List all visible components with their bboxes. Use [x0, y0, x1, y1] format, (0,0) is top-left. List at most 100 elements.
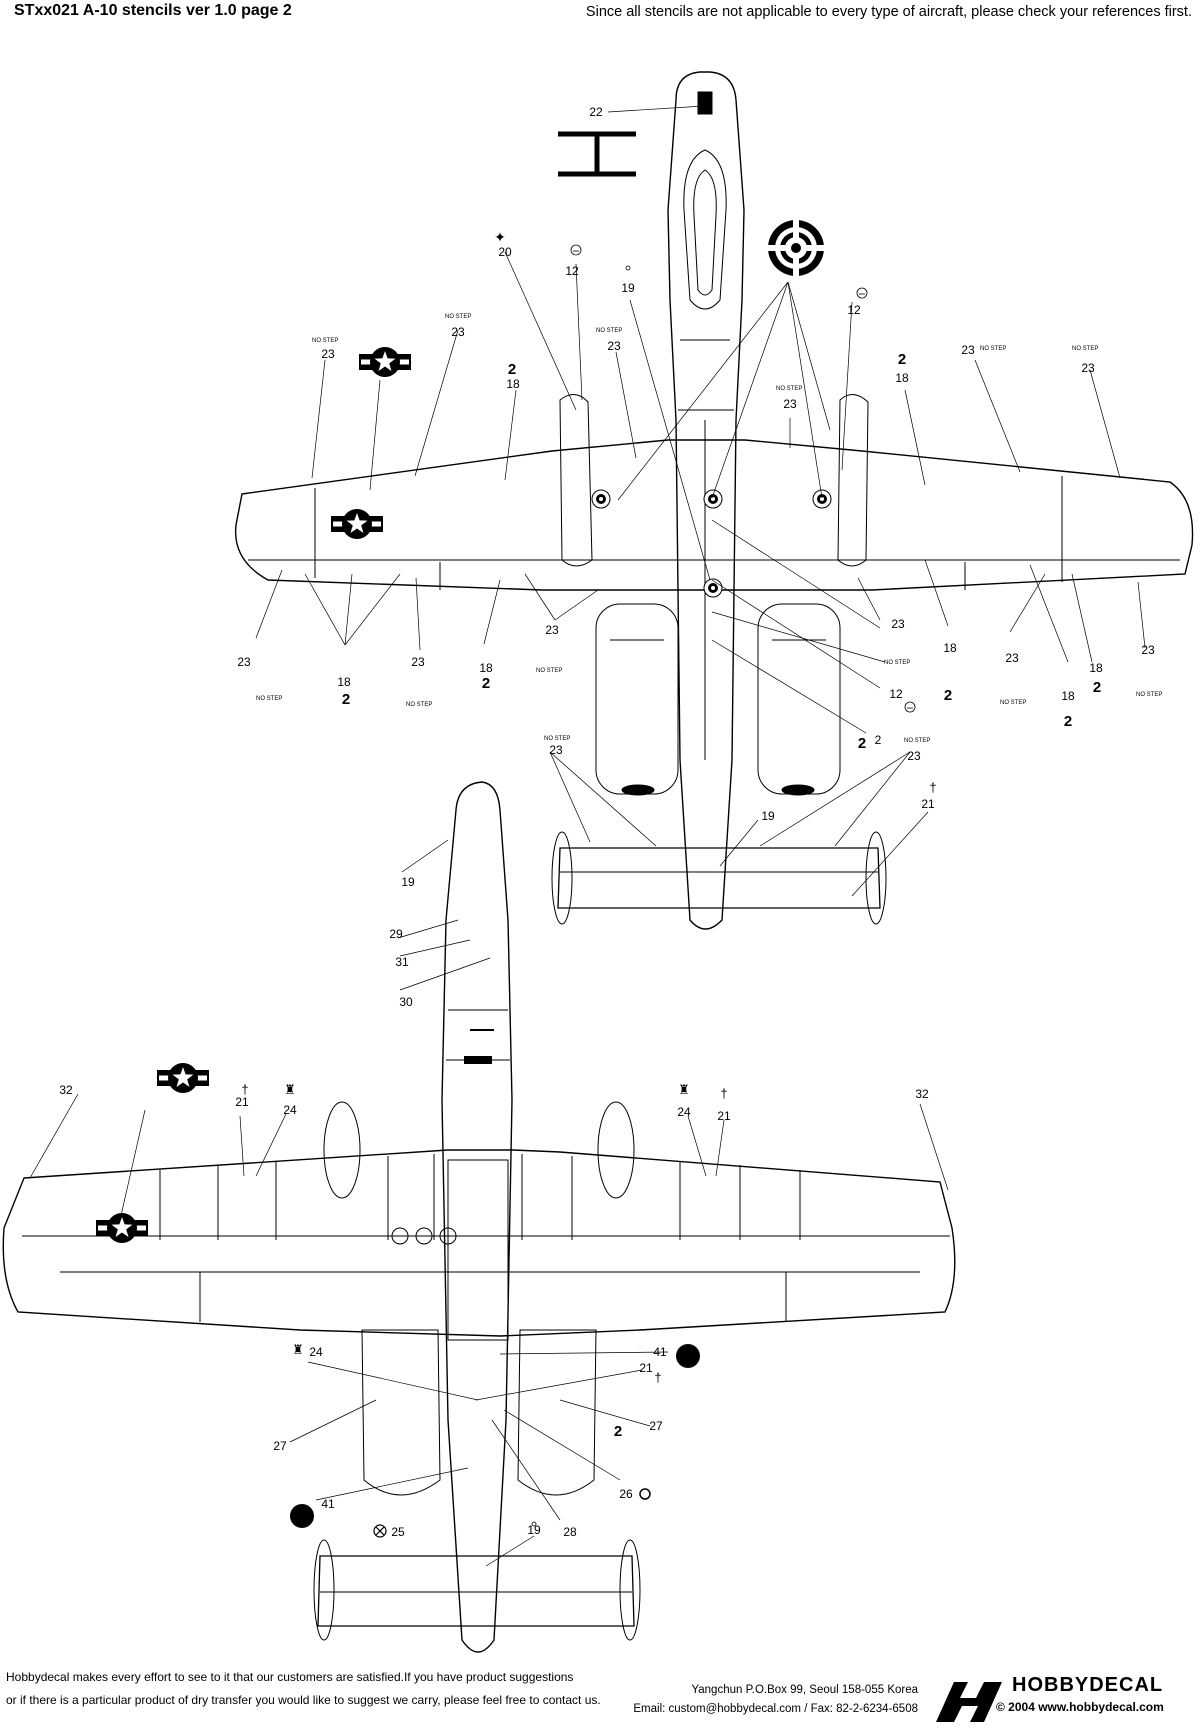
callout-24-c: 24: [309, 1345, 323, 1359]
mini-icon-12c: [904, 701, 916, 713]
svg-text:✦: ✦: [494, 229, 506, 245]
svg-text:2: 2: [898, 351, 906, 368]
svg-text:2: 2: [875, 733, 882, 747]
svg-text:2: 2: [1093, 679, 1101, 696]
lower-left-engine: [361, 1329, 441, 1496]
callout-24-a: 24: [283, 1103, 297, 1117]
svg-text:NO STEP: NO STEP: [1072, 346, 1098, 352]
footer-address: Yangchun P.O.Box 99, Seoul 158-055 Korea: [691, 1684, 918, 1696]
upper-wing-outline: [234, 439, 1194, 591]
glyph-2-upper: 2 2 2 2 2 2 2 2: [342, 351, 1101, 752]
footer-email-fax: Email: custom@hobbydecal.com / Fax: 82-2…: [633, 1703, 918, 1715]
callout-31: 31: [395, 955, 409, 969]
refuel-marker-left: [591, 489, 611, 509]
callout-23-n: 23: [907, 749, 921, 763]
svg-text:NO STEP: NO STEP: [1000, 700, 1026, 706]
svg-text:NO STEP: NO STEP: [1136, 692, 1162, 698]
callout-19-c: 19: [401, 875, 415, 889]
svg-text:NO STEP: NO STEP: [544, 736, 570, 742]
footer-contact: Yangchun P.O.Box 99, Seoul 158-055 Korea…: [600, 1681, 918, 1719]
upper-view: [234, 71, 1194, 930]
svg-text:2: 2: [342, 691, 350, 708]
callout-23-c: 23: [607, 339, 621, 353]
callout-26: 26: [619, 1487, 633, 1501]
h-stencil: [558, 131, 636, 177]
callout-21-a: 21: [921, 797, 935, 811]
callout-23-e: 23: [961, 343, 975, 357]
target-emblem: [766, 218, 826, 278]
lower-right-engine: [517, 1329, 597, 1496]
refuel-marker-right: [812, 489, 832, 509]
callout-30: 30: [399, 995, 413, 1009]
callout-21-b: 21: [235, 1095, 249, 1109]
callout-12-c: 12: [889, 687, 903, 701]
roundel-upper-2: [331, 509, 383, 539]
callout-18-f: 18: [1061, 689, 1075, 703]
callout-22: 22: [589, 105, 603, 119]
lower-right-fin: [619, 1539, 641, 1641]
callout-23-d: 23: [783, 397, 797, 411]
callout-24-b: 24: [677, 1105, 691, 1119]
callout-23-g: 23: [237, 655, 251, 669]
callout-23-f: 23: [1081, 361, 1095, 375]
roundel-lower-2: [96, 1213, 148, 1243]
callout-12-a: 12: [565, 264, 579, 278]
svg-text:NO STEP: NO STEP: [256, 696, 282, 702]
callout-23-h: 23: [411, 655, 425, 669]
callout-23-b: 23: [451, 325, 465, 339]
callout-23-m: 23: [549, 743, 563, 757]
left-main-wheel: [323, 1101, 361, 1199]
applicability-notice: Since all stencils are not applicable to…: [585, 4, 1192, 20]
svg-text:2: 2: [482, 675, 490, 692]
upper-tailplane: [557, 847, 881, 909]
callout-18-b: 18: [895, 371, 909, 385]
svg-text:NO STEP: NO STEP: [312, 338, 338, 344]
callout-27-b: 27: [649, 1419, 663, 1433]
logo-copyright: © 2004 www.hobbydecal.com: [996, 1700, 1164, 1714]
callout-18-a: 18: [506, 377, 520, 391]
glyph-2-lower: 2: [614, 1423, 622, 1440]
lower-view: [2, 781, 956, 1653]
callout-29: 29: [389, 927, 403, 941]
callout-19-a: 19: [621, 281, 635, 295]
svg-text:2: 2: [508, 361, 516, 378]
lower-callouts: 19 29 31 30 32 21 24 24 21 32 24 41 21 2…: [59, 875, 929, 1539]
callout-27-a: 27: [273, 1439, 287, 1453]
callout-19-b: 19: [761, 809, 775, 823]
callout-18-g: 18: [1089, 661, 1103, 675]
svg-text:NO STEP: NO STEP: [406, 702, 432, 708]
callout-18-d: 18: [479, 661, 493, 675]
callout-20: 20: [498, 245, 512, 259]
no-step-stencils-upper: NO STEP NO STEP NO STEP NO STEP NO STEP …: [256, 314, 1162, 744]
callout-23-i: 23: [545, 623, 559, 637]
svg-text:†: †: [929, 780, 936, 795]
hobbydecal-logo-icon: [936, 1682, 1002, 1722]
svg-text:NO STEP: NO STEP: [904, 738, 930, 744]
upper-callouts: 22 20 12 19 12 23 23 23 18 23 18 23 23 2…: [237, 105, 1155, 823]
lower-fuselage-outline: [441, 781, 513, 1653]
right-engine-nacelle: [757, 603, 841, 795]
roundel-lower-1: [157, 1063, 209, 1093]
left-engine-nacelle: [595, 603, 679, 795]
svg-text:†: †: [654, 1370, 661, 1385]
callout-18-c: 18: [337, 675, 351, 689]
upper-leader-lines: [255, 105, 1146, 897]
callout-12-b: 12: [847, 303, 861, 317]
refuel-marker-center: [703, 489, 723, 509]
upper-canopy: [683, 149, 727, 310]
svg-text:2: 2: [944, 687, 952, 704]
upper-fuselage-outline: [667, 71, 745, 930]
callout-41-b: 41: [321, 1497, 335, 1511]
roundel-upper-1: [359, 347, 411, 377]
svg-text:†: †: [241, 1082, 248, 1097]
callout-25: 25: [391, 1525, 405, 1539]
lower-left-fin: [313, 1539, 335, 1641]
svg-text:NO STEP: NO STEP: [536, 668, 562, 674]
svg-text:2: 2: [858, 735, 866, 752]
svg-text:NO STEP: NO STEP: [596, 328, 622, 334]
svg-text:†: †: [720, 1086, 727, 1101]
callout-32-a: 32: [59, 1083, 73, 1097]
upper-small-markers: ✦ † 2: [494, 229, 936, 795]
upper-left-fin: [551, 831, 573, 925]
callout-28: 28: [563, 1525, 577, 1539]
